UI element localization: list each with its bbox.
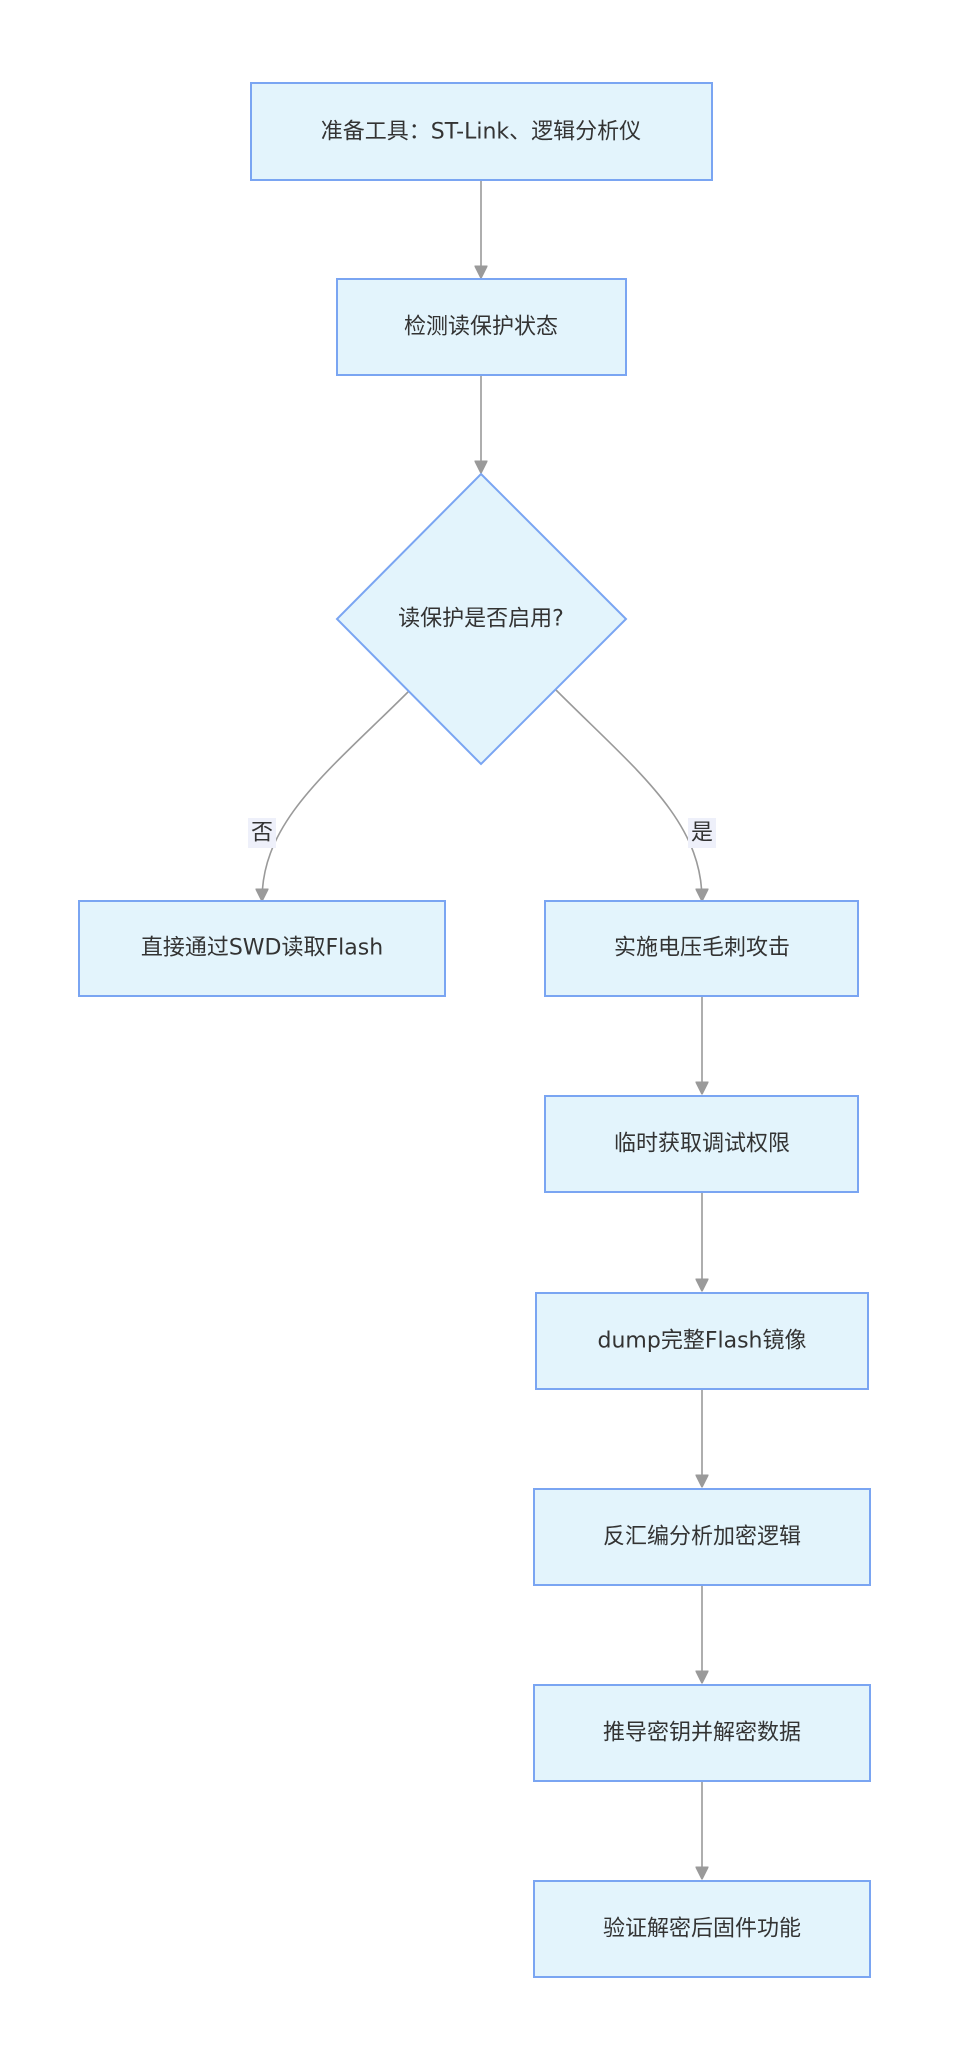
node-prepare[interactable]: 准备工具：ST-Link、逻辑分析仪 [250,82,713,181]
edge-label-yes-text: 是 [691,821,713,846]
node-disassemble[interactable]: 反汇编分析加密逻辑 [533,1488,871,1586]
node-verify[interactable]: 验证解密后固件功能 [533,1880,871,1978]
node-derive-key-label: 推导密钥并解密数据 [603,1721,801,1746]
node-debug-access[interactable]: 临时获取调试权限 [544,1095,859,1193]
node-prepare-label: 准备工具：ST-Link、逻辑分析仪 [321,120,641,145]
node-dump[interactable]: dump完整Flash镜像 [535,1292,869,1390]
node-detect[interactable]: 检测读保护状态 [336,278,627,376]
edge-label-no-text: 否 [251,821,273,846]
edge-label-no: 否 [248,818,276,848]
edge-label-yes: 是 [688,818,716,848]
node-glitch[interactable]: 实施电压毛刺攻击 [544,900,859,997]
node-direct-read[interactable]: 直接通过SWD读取Flash [78,900,446,997]
edge-decision-to-direct-read [262,689,411,900]
node-debug-access-label: 临时获取调试权限 [614,1132,790,1157]
node-verify-label: 验证解密后固件功能 [603,1917,801,1942]
node-disassemble-label: 反汇编分析加密逻辑 [603,1525,801,1550]
node-decision[interactable]: 读保护是否启用? [335,472,628,766]
node-dump-label: dump完整Flash镜像 [598,1329,807,1354]
node-detect-label: 检测读保护状态 [404,315,558,340]
edges [262,180,702,1878]
node-decision-label: 读保护是否启用? [398,607,564,632]
node-direct-read-label: 直接通过SWD读取Flash [141,936,383,961]
node-glitch-label: 实施电压毛刺攻击 [614,936,790,961]
edge-decision-to-glitch [555,689,702,900]
node-derive-key[interactable]: 推导密钥并解密数据 [533,1684,871,1782]
